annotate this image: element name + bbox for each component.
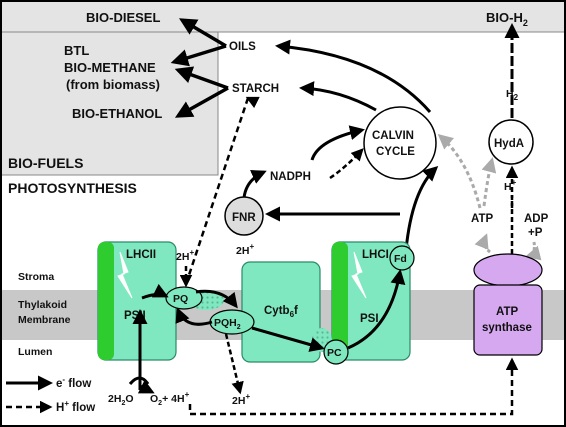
bio-h2-label: BIO-H2	[486, 10, 528, 28]
photosynthesis-title: PHOTOSYNTHESIS	[8, 180, 137, 196]
pc-circle	[323, 339, 349, 365]
hyda-circle	[488, 119, 534, 165]
legend-e-flow: e- flow	[56, 375, 91, 390]
calvin-label-1: CALVIN	[372, 130, 414, 142]
legend-h-flow: H+ flow	[56, 399, 95, 414]
lhcii-label: LHCII	[126, 249, 156, 261]
two-h-fnr-label: 2H+	[236, 242, 254, 257]
water-label: 2H2O	[108, 393, 134, 407]
adp-p-label: +P	[528, 227, 543, 239]
from-biomass-label: (from biomass)	[66, 77, 160, 92]
fnr-label: FNR	[232, 212, 256, 224]
atp-synthase-label-1: ATP	[496, 306, 518, 318]
two-h-stroma-label: 2H+	[176, 248, 194, 263]
two-h-lumen-label: 2H+	[232, 392, 250, 407]
pqh2-label: PQH2	[214, 317, 241, 331]
bio-methane-label: BIO-METHANE	[64, 60, 156, 75]
light-bolt-icon-psii	[117, 251, 133, 299]
stroma-label: Stroma	[18, 271, 54, 283]
fd-label: Fd	[394, 253, 407, 265]
adp-label: ADP	[524, 213, 549, 225]
calvin-label-2: CYCLE	[376, 146, 415, 158]
hyda-label: HydA	[494, 138, 524, 150]
pc-label: PC	[327, 347, 342, 359]
atp-synthase-label-2: synthase	[482, 322, 532, 334]
membrane-label: Membrane	[18, 314, 71, 326]
psii-label: PSII	[124, 310, 146, 322]
oils-label: OILS	[229, 41, 256, 53]
o2-label: O2+ 4H+	[150, 390, 190, 407]
psi-label: PSI	[360, 313, 379, 325]
atp-label: ATP	[471, 213, 493, 225]
light-bolt-icon-psi	[351, 251, 367, 299]
thylakoid-label: Thylakoid	[18, 299, 67, 311]
atp-synthase-head	[473, 253, 543, 287]
lhci-band	[332, 242, 348, 360]
cytb6f-label: Cytb6f	[264, 305, 298, 319]
nadph-label: NADPH	[270, 171, 311, 183]
biofuels-title: BIO-FUELS	[8, 155, 83, 171]
lhcii-band	[98, 242, 114, 360]
lumen-label: Lumen	[18, 346, 52, 358]
pq-label: PQ	[173, 293, 188, 305]
calvin-cycle-circle	[363, 106, 437, 180]
bio-diesel-label: BIO-DIESEL	[86, 10, 160, 25]
h-plus-hyda: H+	[504, 178, 517, 193]
h2-label: H2	[506, 88, 519, 102]
bio-ethanol-label: BIO-ETHANOL	[72, 106, 162, 121]
atp-synthase-body	[473, 284, 543, 356]
fnr-circle	[224, 196, 264, 236]
lhci-label: LHCI	[362, 249, 389, 261]
btl-label: BTL	[64, 43, 89, 58]
biofuels-region	[2, 2, 218, 175]
starch-label: STARCH	[232, 83, 279, 95]
